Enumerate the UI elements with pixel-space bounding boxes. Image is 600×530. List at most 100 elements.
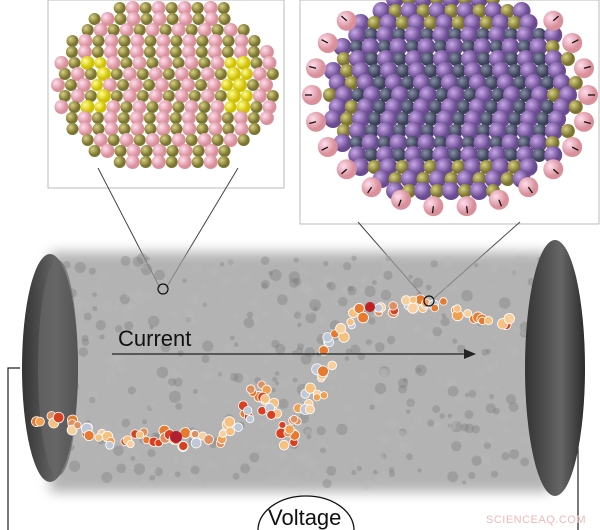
atom bbox=[143, 79, 155, 91]
atom bbox=[560, 52, 575, 66]
particle bbox=[450, 420, 463, 433]
atom bbox=[333, 134, 352, 152]
particle bbox=[514, 254, 522, 263]
particle bbox=[300, 353, 312, 365]
particle bbox=[481, 454, 491, 465]
atom bbox=[152, 144, 167, 158]
atom bbox=[146, 57, 159, 69]
atom bbox=[414, 182, 433, 200]
nanocrystal-particle bbox=[52, 411, 65, 424]
particle bbox=[374, 382, 387, 395]
arrow-icon bbox=[571, 39, 579, 44]
particle bbox=[417, 468, 422, 473]
atom bbox=[103, 78, 117, 92]
particle bbox=[372, 469, 378, 475]
atom bbox=[113, 156, 126, 168]
particle bbox=[269, 269, 282, 282]
particle bbox=[114, 298, 122, 305]
atom bbox=[152, 12, 167, 26]
particle bbox=[219, 262, 225, 267]
particle bbox=[293, 311, 302, 319]
atom bbox=[174, 89, 189, 103]
atom bbox=[236, 56, 251, 70]
particle bbox=[297, 343, 304, 350]
atom bbox=[54, 100, 69, 114]
particle bbox=[240, 374, 250, 384]
particle bbox=[246, 311, 254, 319]
particle bbox=[201, 283, 207, 289]
particle bbox=[220, 299, 226, 305]
particle bbox=[468, 389, 477, 398]
atom bbox=[266, 90, 279, 102]
highlight-circle bbox=[157, 283, 169, 295]
particle bbox=[127, 386, 137, 395]
atom bbox=[250, 57, 263, 69]
particle bbox=[147, 448, 156, 458]
particle bbox=[326, 281, 336, 291]
atom bbox=[110, 68, 123, 80]
atom bbox=[171, 133, 186, 147]
atom bbox=[247, 46, 260, 58]
particle bbox=[507, 344, 519, 356]
particle bbox=[447, 423, 453, 428]
particle bbox=[379, 433, 390, 444]
current-label: Current bbox=[118, 326, 192, 351]
particle bbox=[281, 307, 288, 314]
particle bbox=[501, 452, 510, 461]
particle bbox=[406, 354, 413, 361]
particle bbox=[522, 255, 529, 262]
particle bbox=[461, 477, 472, 488]
atom bbox=[259, 78, 273, 92]
particle bbox=[448, 422, 457, 431]
particle bbox=[218, 372, 223, 377]
particle bbox=[412, 277, 424, 288]
atom bbox=[185, 134, 198, 146]
atom bbox=[143, 112, 156, 124]
particle bbox=[192, 335, 199, 342]
atom bbox=[376, 26, 395, 44]
particle bbox=[356, 465, 363, 472]
particle bbox=[73, 296, 85, 308]
atom bbox=[367, 16, 382, 30]
atom bbox=[143, 46, 156, 58]
atom bbox=[178, 12, 193, 26]
atom bbox=[234, 122, 249, 136]
atom bbox=[452, 112, 467, 126]
particle bbox=[372, 394, 384, 406]
electrode-left-face bbox=[38, 260, 78, 476]
nanocrystal-particle bbox=[278, 439, 290, 451]
atom bbox=[532, 148, 547, 162]
atom bbox=[136, 90, 149, 102]
nanocrystal-bare bbox=[51, 1, 279, 169]
nanocrystal-particle bbox=[278, 421, 287, 429]
atom bbox=[233, 78, 247, 92]
particle bbox=[224, 343, 233, 352]
particle bbox=[250, 298, 258, 306]
atom bbox=[171, 23, 186, 37]
atom bbox=[151, 155, 166, 169]
atom bbox=[396, 112, 411, 126]
particle bbox=[322, 479, 332, 489]
particle bbox=[491, 470, 499, 478]
particle bbox=[520, 328, 527, 335]
nanocrystal-particle bbox=[409, 295, 418, 304]
nanocrystal-particle bbox=[284, 424, 295, 435]
particle bbox=[493, 407, 500, 415]
particle bbox=[461, 289, 473, 302]
particle bbox=[382, 254, 390, 263]
particle bbox=[296, 455, 305, 464]
nanocrystal-ligand-capped bbox=[302, 0, 598, 217]
particle bbox=[361, 478, 372, 490]
nanocrystal-particle bbox=[346, 318, 355, 327]
particle bbox=[130, 465, 136, 471]
particle bbox=[408, 424, 415, 431]
atom bbox=[491, 88, 505, 102]
atom bbox=[224, 101, 237, 113]
atom bbox=[214, 90, 227, 102]
atom bbox=[512, 76, 527, 90]
particle bbox=[446, 376, 458, 388]
particle bbox=[303, 270, 309, 276]
particle bbox=[112, 330, 118, 336]
particle bbox=[81, 338, 90, 347]
particle bbox=[149, 474, 156, 481]
